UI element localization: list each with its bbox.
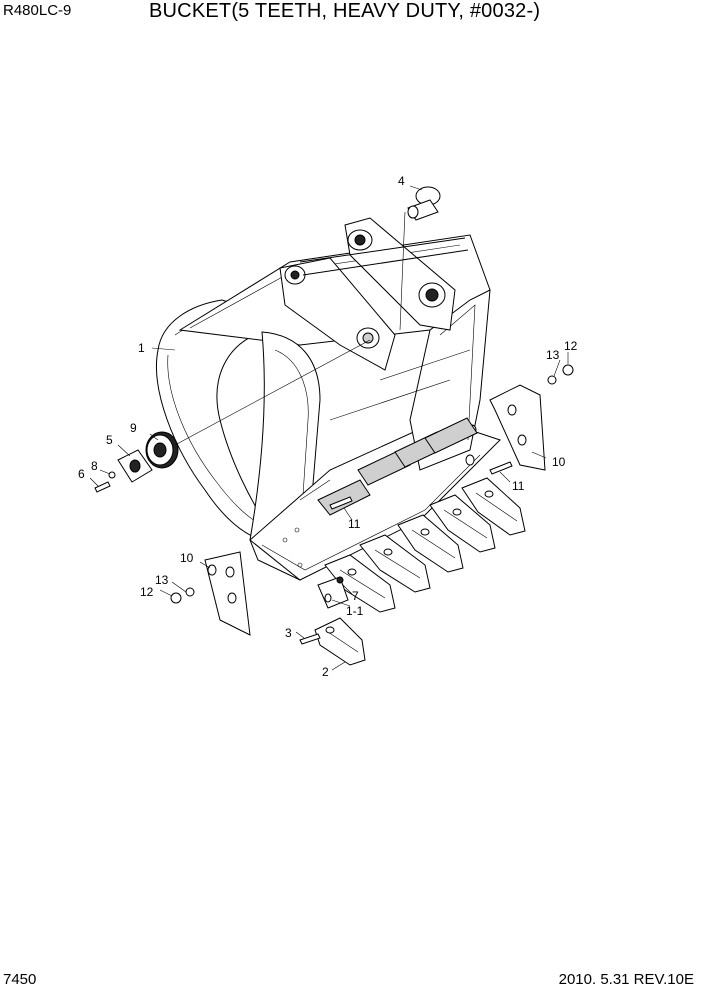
callout-7: 7	[352, 589, 359, 603]
callout-6: 6	[78, 467, 85, 481]
callout-9: 9	[130, 421, 137, 435]
callout-1-1: 1-1	[346, 604, 364, 618]
side-boss-assembly	[94, 431, 179, 493]
callout-3: 3	[285, 626, 292, 640]
callout-11-right: 11	[512, 479, 525, 493]
tooth-5	[461, 477, 526, 536]
callout-10-left: 10	[180, 551, 194, 565]
leader-lines	[89, 185, 569, 671]
callout-2: 2	[322, 665, 329, 679]
exploded-adapter-1-1	[317, 576, 349, 609]
exploded-tooth	[299, 617, 366, 666]
callout-13-left: 13	[155, 573, 169, 587]
callout-8: 8	[91, 459, 98, 473]
callout-12-right: 12	[564, 339, 578, 353]
tooth-3	[397, 514, 464, 573]
revision-date: 2010. 5.31 REV.10E	[558, 971, 694, 988]
page-title: BUCKET(5 TEETH, HEAVY DUTY, #0032-)	[149, 0, 541, 22]
callout-4: 4	[398, 174, 405, 188]
callout-5: 5	[106, 433, 113, 447]
bushing-4	[407, 186, 441, 221]
callout-12-left: 12	[140, 585, 154, 599]
callout-1: 1	[138, 341, 145, 355]
callout-13-right: 13	[546, 348, 560, 362]
callout-labels: 1 4 9 5 8 6 13 12 10 11 11 10 13 12 7 1-…	[78, 174, 578, 679]
side-cutter-left	[170, 551, 251, 636]
tooth-2	[359, 534, 431, 593]
center-bolt-11	[329, 496, 353, 510]
model-code: R480LC-9	[3, 2, 72, 19]
tooth-4	[429, 494, 496, 553]
page-number: 7450	[3, 971, 37, 988]
callout-11-center: 11	[348, 517, 361, 531]
side-cutter-right	[489, 364, 574, 475]
callout-10-right: 10	[552, 455, 566, 469]
